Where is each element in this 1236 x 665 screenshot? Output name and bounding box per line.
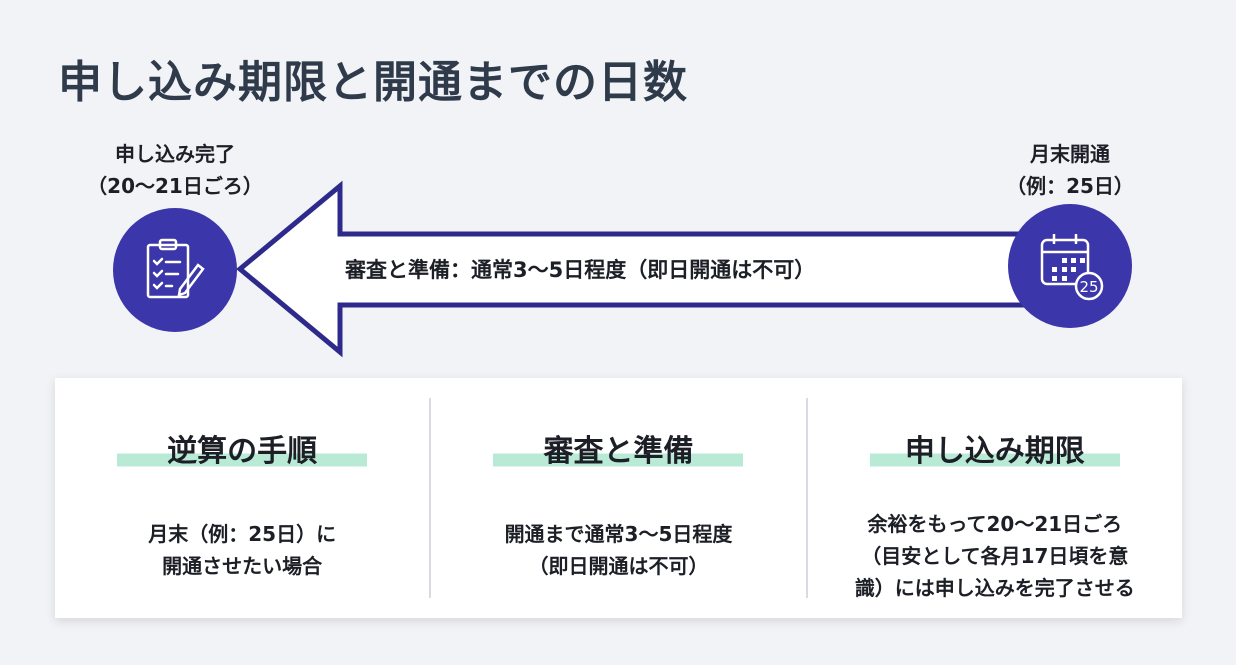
column-heading: 審査と準備: [493, 426, 744, 470]
end-label-sub: （例：25日）: [1006, 174, 1134, 198]
page-title: 申し込み期限と開通までの日数: [58, 57, 688, 108]
column-body: 余裕をもって20〜21日ごろ （目安として各月17日頃を意 識）には申し込みを完…: [854, 512, 1135, 600]
calendar-25-icon: 25: [1008, 204, 1132, 328]
arrow-text: 審査と準備：通常3〜5日程度（即日開通は不可）: [345, 258, 816, 282]
column-reverse-steps: 逆算の手順 月末（例：25日）に 開通させたい場合: [55, 398, 429, 598]
end-label-text: 月末開通: [1030, 142, 1110, 166]
end-label: 月末開通 （例：25日）: [950, 138, 1190, 202]
column-heading: 逆算の手順: [117, 426, 368, 470]
column-deadline: 申し込み期限 余裕をもって20〜21日ごろ （目安として各月17日頃を意 識）に…: [805, 398, 1182, 600]
column-body: 開通まで通常3〜5日程度 （即日開通は不可）: [504, 522, 733, 578]
start-label: 申し込み完了 （20〜21日ごろ）: [55, 138, 295, 202]
column-review-prep: 審査と準備 開通まで通常3〜5日程度 （即日開通は不可）: [429, 398, 805, 598]
start-label-sub: （20〜21日ごろ）: [87, 174, 263, 198]
clipboard-checklist-pen-icon: [113, 208, 237, 332]
start-label-text: 申し込み完了: [115, 142, 235, 166]
column-heading: 申し込み期限: [869, 426, 1120, 470]
summary-card: 逆算の手順 月末（例：25日）に 開通させたい場合 審査と準備 開通まで通常3〜…: [55, 378, 1182, 618]
calendar-day: 25: [1079, 278, 1098, 296]
column-body: 月末（例：25日）に 開通させたい場合: [148, 522, 337, 578]
